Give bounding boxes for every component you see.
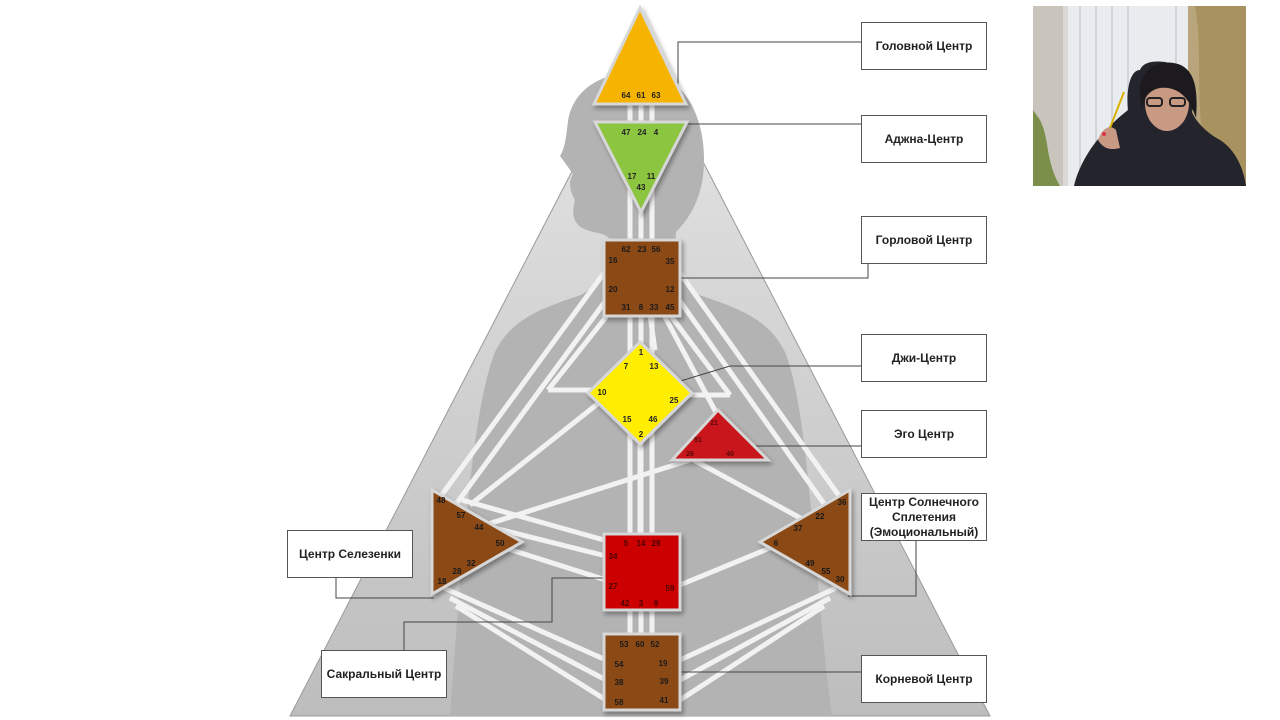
gate-55: 55	[822, 567, 831, 576]
gate-57: 57	[457, 511, 466, 520]
gate-36: 36	[838, 498, 847, 507]
gate-17: 17	[628, 172, 637, 181]
gate-11: 11	[647, 172, 656, 181]
gate-43: 43	[637, 183, 646, 192]
label-throat-text: Горловой Центр	[875, 232, 973, 247]
gate-44: 44	[475, 523, 484, 532]
gate-38: 38	[615, 678, 624, 687]
gate-37: 37	[794, 524, 803, 533]
gate-34: 34	[609, 552, 618, 561]
gate-60: 60	[636, 640, 645, 649]
gate-12: 12	[666, 285, 675, 294]
gate-10: 10	[598, 388, 607, 397]
label-throat-center: Горловой Центр	[861, 216, 987, 264]
label-solar-line-2: Сплетения	[891, 509, 957, 524]
gate-24: 24	[638, 128, 647, 137]
gate-63: 63	[652, 91, 661, 100]
ajna-center[interactable]	[592, 120, 690, 216]
gate-25: 25	[670, 396, 679, 405]
gate-28: 28	[453, 567, 462, 576]
gate-6: 6	[774, 539, 779, 548]
gate-41: 41	[660, 696, 669, 705]
gate-26: 26	[686, 451, 694, 458]
gate-61: 61	[637, 91, 646, 100]
gate-22: 22	[816, 512, 825, 521]
gate-21: 21	[710, 420, 718, 427]
gate-46: 46	[649, 415, 658, 424]
label-solar-line-1: Центр Солнечного	[868, 494, 980, 509]
gate-3: 3	[639, 599, 644, 608]
gate-5: 5	[624, 539, 629, 548]
spleen-center[interactable]	[430, 487, 525, 597]
label-sacral-center: Сакральный Центр	[321, 650, 447, 698]
gate-8: 8	[639, 303, 644, 312]
gate-23: 23	[638, 245, 647, 254]
gate-48: 48	[437, 496, 446, 505]
gate-33: 33	[650, 303, 659, 312]
label-sacral-text: Сакральный Центр	[326, 666, 442, 681]
gate-19: 19	[659, 659, 668, 668]
gate-13: 13	[650, 362, 659, 371]
gate-32: 32	[467, 559, 476, 568]
solar-plexus-center[interactable]	[757, 487, 852, 597]
label-spleen-center: Центр Селезенки	[287, 530, 413, 578]
gate-56: 56	[652, 245, 661, 254]
gate-31: 31	[622, 303, 631, 312]
gate-64: 64	[622, 91, 631, 100]
sacral-center[interactable]	[602, 532, 682, 612]
label-solar-line-3: (Эмоциональный)	[869, 524, 979, 539]
gate-39: 39	[660, 677, 669, 686]
label-spleen-text: Центр Селезенки	[299, 546, 401, 561]
gate-18: 18	[438, 577, 447, 586]
gate-53: 53	[620, 640, 629, 649]
label-root-text: Корневой Центр	[875, 671, 973, 686]
label-ego-center: Эго Центр	[861, 410, 987, 458]
head-center[interactable]	[591, 4, 689, 106]
gate-4: 4	[654, 128, 659, 137]
gate-52: 52	[651, 640, 660, 649]
presenter-video-icon	[1033, 6, 1246, 187]
g-center[interactable]	[585, 339, 695, 447]
gate-40: 40	[726, 451, 734, 458]
gate-9: 9	[654, 599, 659, 608]
label-root-center: Корневой Центр	[861, 655, 987, 703]
gate-20: 20	[609, 285, 618, 294]
gate-35: 35	[666, 257, 675, 266]
root-center[interactable]	[602, 632, 682, 712]
throat-center[interactable]	[602, 238, 682, 318]
leader-lines	[335, 41, 917, 673]
label-head-text: Головной Центр	[875, 38, 973, 53]
label-g-center: Джи-Центр	[861, 334, 987, 382]
gate-7: 7	[624, 362, 629, 371]
gate-62: 62	[622, 245, 631, 254]
gate-59: 59	[666, 584, 675, 593]
gate-16: 16	[609, 256, 618, 265]
ego-center[interactable]	[668, 407, 772, 462]
gate-54: 54	[615, 660, 624, 669]
label-ajna-center: Аджна-Центр	[861, 115, 987, 163]
gate-2: 2	[639, 430, 644, 439]
gate-50: 50	[496, 539, 505, 548]
gate-42: 42	[621, 599, 630, 608]
label-solar-plexus-center: Центр Солнечного Сплетения (Эмоциональны…	[861, 493, 987, 541]
label-head-center: Головной Центр	[861, 22, 987, 70]
label-g-text: Джи-Центр	[891, 350, 957, 365]
gate-30: 30	[836, 575, 845, 584]
gate-45: 45	[666, 303, 675, 312]
gate-51: 51	[694, 437, 702, 444]
gate-47: 47	[622, 128, 631, 137]
gate-58: 58	[615, 698, 624, 707]
gate-27: 27	[609, 582, 618, 591]
gate-1: 1	[639, 348, 644, 357]
gate-14: 14	[637, 539, 646, 548]
label-ajna-text: Аджна-Центр	[884, 131, 964, 146]
label-ego-text: Эго Центр	[893, 426, 955, 441]
gate-49: 49	[806, 559, 815, 568]
gate-29: 29	[652, 539, 661, 548]
gate-15: 15	[623, 415, 632, 424]
